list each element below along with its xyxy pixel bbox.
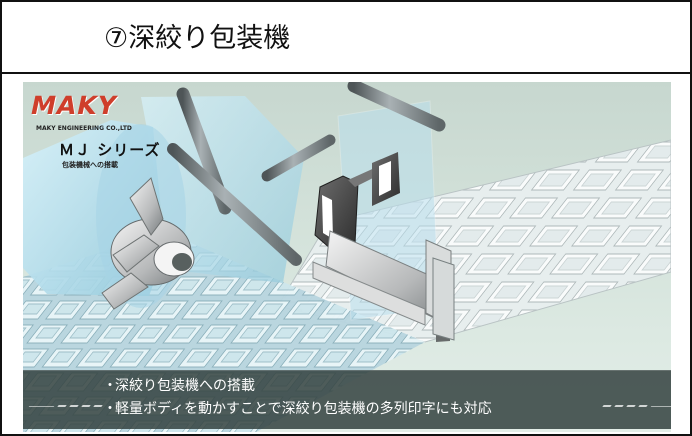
company-name: MAKY ENGINEERING CO.,LTD (36, 125, 132, 132)
caption-bar: ・深絞り包装機への搭載 ・軽量ボディを動かすことで深絞り包装機の多列印字にも対応 (23, 370, 671, 429)
slide-title: ⑦深絞り包装機 (104, 23, 291, 54)
roller-bars (167, 82, 446, 266)
brand-logo-mark: MAKY (28, 91, 120, 120)
caption-text-1: 深絞り包装機への搭載 (115, 378, 255, 394)
series-name: ＭＪ シリーズ (59, 141, 161, 159)
support-rail (312, 261, 426, 326)
header-divider (2, 72, 690, 74)
caption-bullet: ・ (103, 401, 117, 417)
caption-decoration-left (28, 405, 103, 407)
caption-decoration-right (602, 405, 671, 407)
right-frame (432, 257, 455, 341)
caption-bullet: ・ (103, 378, 117, 394)
caption-text-2: 軽量ボディを動かすことで深絞り包装機の多列印字にも対応 (115, 401, 492, 417)
series-subtitle: 包装機械への搭載 (62, 161, 118, 169)
caption-line-1: ・深絞り包装機への搭載 (103, 377, 623, 395)
maky-logo: MAKY MAKY ENGINEERING CO.,LTD ＭＪ シリーズ 包装… (28, 91, 159, 169)
machine-illustration: MAKY MAKY ENGINEERING CO.,LTD ＭＪ シリーズ 包装… (23, 82, 671, 432)
caption-line-2: ・軽量ボディを動かすことで深絞り包装機の多列印字にも対応 (103, 400, 623, 418)
